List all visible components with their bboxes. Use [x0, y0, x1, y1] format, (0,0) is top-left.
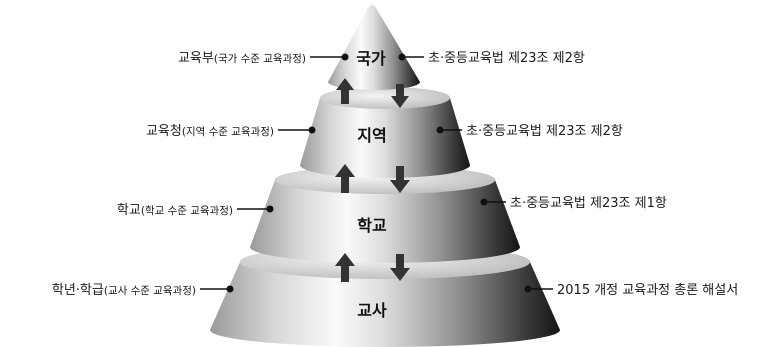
left-label-sub: (국가 수준 교육과정) [214, 53, 306, 65]
flow-arrows [335, 78, 410, 282]
left-label-sub: (학교 수준 교육과정) [141, 205, 233, 217]
left-label-sub: (지역 수준 교육과정) [182, 126, 274, 138]
right-label-school: 초·중등교육법 제23조 제1항 [510, 196, 667, 211]
tier-label-region: 지역 [357, 126, 386, 145]
left-label-school: 학교(학교 수준 교육과정) [117, 203, 233, 218]
left-label-main: 교육부 [178, 51, 214, 66]
tier-school [250, 166, 520, 263]
left-label-teacher: 학년·학급(교사 수준 교육과정) [52, 283, 196, 298]
tier-label-school: 학교 [357, 216, 387, 235]
left-label-main: 학년·학급 [52, 283, 104, 298]
left-label-region: 교육청(지역 수준 교육과정) [146, 124, 274, 139]
tier-label-teacher: 교사 [357, 301, 387, 320]
left-label-main: 학교 [117, 203, 141, 218]
arrow-down-icon [390, 166, 410, 193]
arrow-up-icon [335, 164, 355, 193]
tier-label-nation: 국가 [356, 49, 386, 68]
arrow-up-icon [336, 78, 354, 104]
tier-nation [328, 5, 420, 90]
left-label-sub: (교사 수준 교육과정) [104, 285, 196, 297]
right-label-teacher: 2015 개정 교육과정 총론 해설서 [557, 283, 738, 298]
left-label-main: 교육청 [146, 124, 182, 139]
arrow-down-icon [390, 254, 410, 281]
arrow-down-icon [391, 84, 409, 108]
connectors [200, 53, 553, 293]
right-label-nation: 초·중등교육법 제23조 제2항 [428, 51, 585, 66]
tier-region [300, 87, 470, 178]
arrow-up-icon [335, 253, 355, 282]
left-label-nation: 교육부(국가 수준 교육과정) [178, 51, 306, 66]
right-label-region: 초·중등교육법 제23조 제2항 [466, 124, 623, 139]
